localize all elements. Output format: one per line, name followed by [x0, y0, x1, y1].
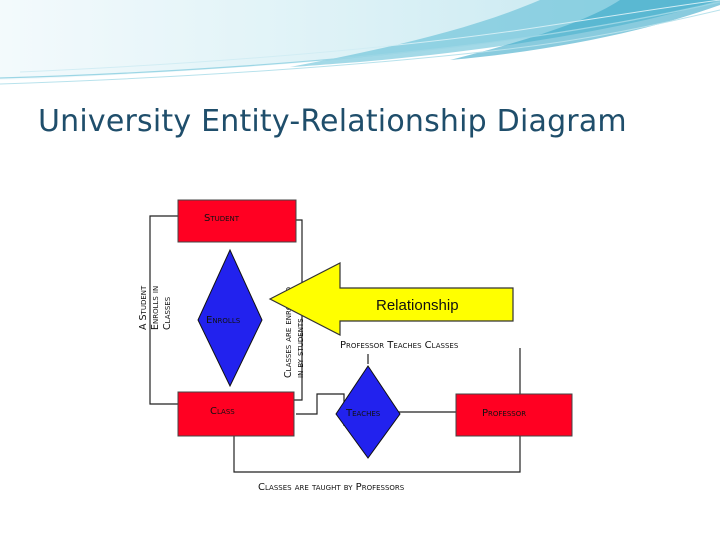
class-entity: Class — [177, 391, 295, 437]
teaches-relationship: Teaches — [335, 365, 401, 459]
professor-teaches-text: Professor Teaches Classes — [340, 340, 459, 351]
professor-entity-label: Professor — [482, 408, 526, 419]
student-entity: Student — [177, 199, 297, 243]
relationship-callout-label: Relationship — [376, 297, 459, 314]
class-entity-label: Class — [210, 406, 235, 417]
classes-enrolled-line-1: Classes are enrolled — [283, 287, 294, 378]
header-banner — [0, 0, 720, 85]
teaches-relationship-label: Teaches — [345, 408, 381, 419]
page-title: University Entity-Relationship Diagram — [38, 104, 627, 139]
classes-enrolled-line-2: in by students — [295, 318, 306, 378]
student-enrolls-line-2: Enrolls in — [150, 286, 161, 330]
enrolls-relationship: Enrolls — [197, 248, 263, 388]
classes-enrolled-text: Classes are enrolled in by students — [283, 287, 306, 378]
student-enrolls-line-3: Classes — [162, 296, 173, 330]
relationship-callout: Relationship — [268, 262, 514, 336]
er-diagram: Student Class Professor Enrolls Teaches … — [132, 168, 592, 514]
professor-entity: Professor — [455, 393, 573, 437]
classes-taught-text: Classes are taught by Professors — [258, 482, 405, 493]
student-enrolls-text: A Student Enrolls in Classes — [138, 285, 173, 330]
student-entity-label: Student — [204, 213, 240, 224]
student-enrolls-line-1: A Student — [138, 285, 149, 330]
connector-lines — [149, 215, 521, 473]
enrolls-relationship-label: Enrolls — [206, 315, 241, 326]
